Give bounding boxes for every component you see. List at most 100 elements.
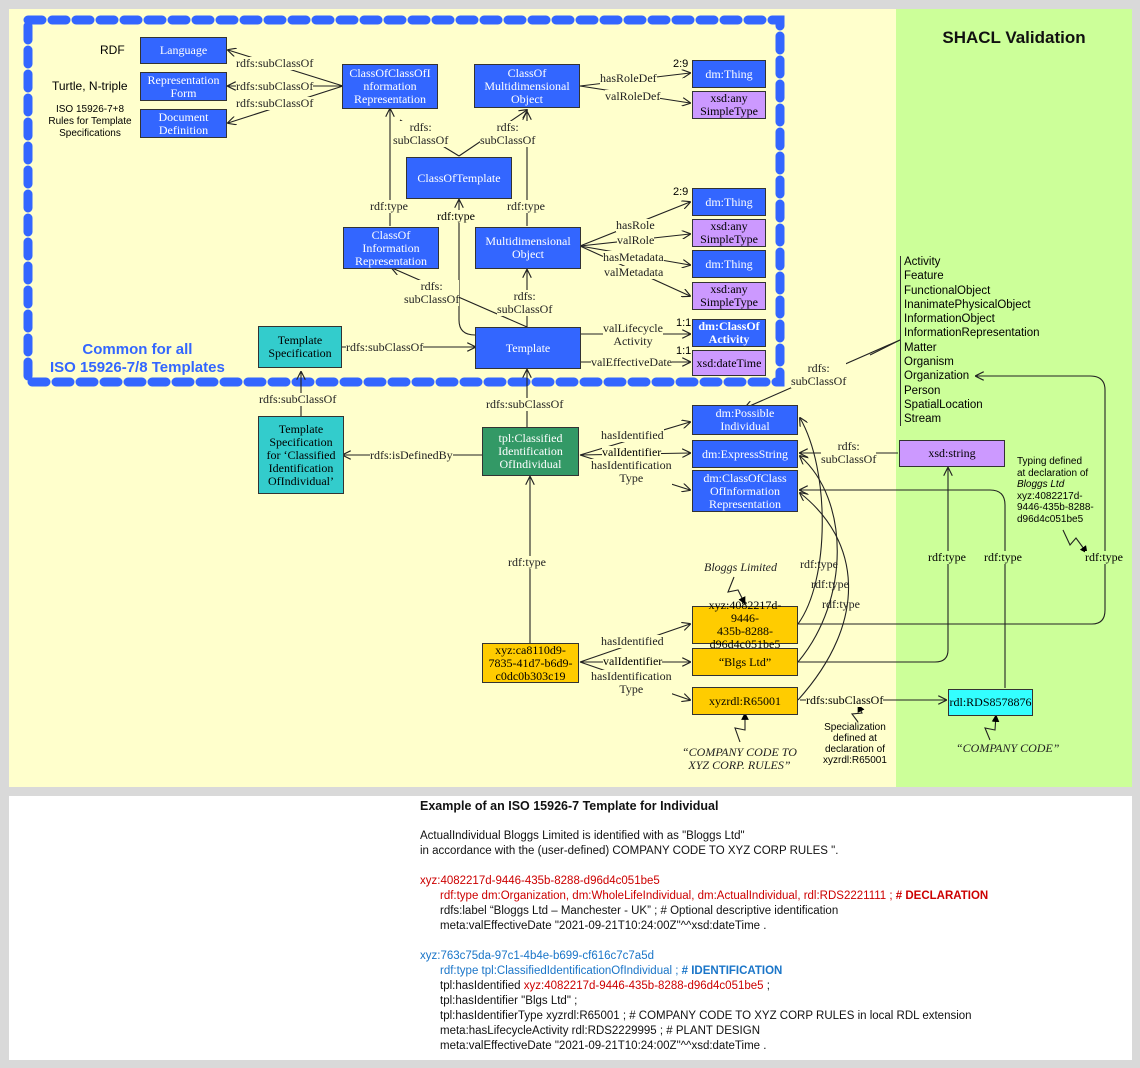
node-xsd-string[interactable]: xsd:string: [899, 440, 1005, 467]
label-val-role: valRole: [617, 233, 655, 247]
label-val-metadata: valMetadata: [604, 265, 664, 279]
example-effective-date: meta:valEffectiveDate "2021-09-21T10:24:…: [440, 1040, 767, 1052]
label-cardinality-1-1-a: 1:1: [676, 317, 692, 329]
annotation-bloggs-limited: Bloggs Limited: [704, 560, 778, 574]
shacl-class-item: Feature: [904, 270, 944, 283]
node-rdl-rds8578876[interactable]: rdl:RDS8578876: [948, 689, 1033, 716]
label-has-identified: hasIdentified: [601, 428, 664, 442]
typing-defined-italic: Bloggs Ltd: [1017, 479, 1065, 490]
shacl-class-item: InanimatePhysicalObject: [904, 298, 1031, 311]
shacl-class-item: InformationRepresentation: [904, 327, 1040, 340]
shacl-class-item: Matter: [904, 341, 937, 354]
edge-subclass-connector: [869, 339, 901, 356]
node-template-specification[interactable]: Template Specification: [258, 326, 342, 368]
shacl-class-item: SpatialLocation: [904, 398, 983, 411]
node-dm-possible-individual[interactable]: dm:Possible Individual: [692, 405, 798, 435]
example-declaration-subject: xyz:4082217d-9446-435b-8288-d96d4c051be5: [420, 875, 660, 887]
common-region-label: Common for all ISO 15926-7/8 Templates: [50, 341, 225, 376]
node-dm-thing-3[interactable]: dm:Thing: [692, 250, 766, 278]
lightning-spec: [850, 704, 865, 723]
label-rdftype-g1: rdf:type: [928, 550, 966, 564]
node-template[interactable]: Template: [475, 327, 581, 369]
example-has-identified-line: tpl:hasIdentified xyz:4082217d-9446-435b…: [420, 979, 988, 994]
node-xsd-datetime[interactable]: xsd:dateTime: [692, 350, 766, 376]
label-cardinality-1-1-b: 1:1: [676, 345, 692, 357]
label-has-identification-type: hasIdentification Type: [591, 458, 672, 485]
example-identification-type-line: rdf:type tpl:ClassifiedIdentificationOfI…: [420, 964, 988, 979]
lightning-bloggs: [727, 576, 746, 605]
node-tpl-classified-identification-of-individual[interactable]: tpl:Classified Identification OfIndividu…: [482, 427, 579, 476]
typing-defined-id: xyz:4082217d- 9446-435b-8288- d96d4c051b…: [1017, 490, 1094, 525]
node-xsd-any-simple-type-3[interactable]: xsd:any SimpleType: [692, 282, 766, 310]
lightning-company-code: [984, 714, 1000, 741]
example-declaration-date: meta:valEffectiveDate "2021-09-21T10:24:…: [440, 920, 767, 932]
label-val-effective-date: valEffectiveDate: [591, 355, 673, 369]
node-dm-express-string[interactable]: dm:ExpressString: [692, 440, 798, 468]
label-rdftype-r3: rdf:type: [822, 597, 860, 611]
id-has-identified-val: xyz:4082217d-9446-435b-8288-d96d4c051be5: [523, 980, 764, 992]
shacl-class-item: Stream: [904, 413, 942, 426]
shacl-class-item: Activity: [904, 256, 941, 268]
note-rdf: RDF: [100, 43, 125, 57]
label-tscioi-ts-subclass: rdfs:subClassOf: [259, 392, 337, 406]
example-title: Example of an ISO 15926-7 Template for I…: [420, 799, 719, 813]
example-intro-1: ActualIndividual Bloggs Limited is ident…: [420, 830, 745, 842]
example-identification-subject: xyz:763c75da-97c1-4b4e-b699-cf616c7c7a5d: [420, 950, 654, 962]
node-xyz-bloggs[interactable]: xyz:4082217d-9446- 435b-8288- d96d4c051b…: [692, 599, 798, 651]
node-class-of-multidimensional-object[interactable]: ClassOf Multidimensional Object: [474, 64, 580, 108]
example-declaration-label: rdfs:label “Bloggs Ltd – Manchester - UK…: [440, 905, 839, 917]
label-instance-rdftype: rdf:type: [508, 555, 546, 569]
example-intro-2: in accordance with the (user-defined) CO…: [420, 845, 839, 857]
edge-blgs-xsdstring: [798, 468, 948, 663]
node-xyzrdl-r65001[interactable]: xyzrdl:R65001: [692, 687, 798, 715]
node-blgs-ltd[interactable]: “Blgs Ltd”: [692, 648, 798, 676]
node-class-of-information-representation[interactable]: ClassOf Information Representation: [343, 227, 439, 269]
note-turtle: Turtle, N-triple: [52, 79, 128, 93]
label-has-metadata: hasMetadata: [603, 250, 664, 264]
label-val-lifecycle-activity: valLifecycle Activity: [603, 321, 663, 348]
label-mdo-rdftype: rdf:type: [507, 199, 545, 213]
node-template-spec-classified-identification[interactable]: Template Specification for ‘Classified I…: [258, 416, 344, 494]
node-language[interactable]: Language: [140, 37, 227, 64]
label-rdftype-g3: rdf:type: [1085, 550, 1123, 564]
node-dm-class-of-activity[interactable]: dm:ClassOf Activity: [692, 319, 766, 347]
decl-type-text: rdf:type dm:Organization, dm:WholeLifeIn…: [440, 890, 896, 902]
example-has-identifier-type: tpl:hasIdentifierType xyzrdl:R65001 ; # …: [440, 1010, 972, 1022]
shacl-validation-title: SHACL Validation: [942, 28, 1086, 47]
lightning-ccr: [734, 712, 749, 743]
node-document-definition[interactable]: Document Definition: [140, 109, 227, 138]
node-dm-class-of-class-of-information-representation[interactable]: dm:ClassOfClass OfInformation Representa…: [692, 470, 798, 512]
node-dm-thing-2[interactable]: dm:Thing: [692, 188, 766, 216]
label-val-identifier: valIdentifier: [602, 445, 662, 459]
edge-blgs-type-express: [797, 456, 838, 663]
label-cot-como-subclass: rdfs: subClassOf: [480, 120, 536, 147]
node-class-of-template[interactable]: ClassOfTemplate: [406, 157, 512, 199]
label-subclass-3: rdfs:subClassOf: [236, 96, 314, 110]
label-classlist-subclass: rdfs: subClassOf: [791, 361, 847, 388]
label-rdftype-r2: rdf:type: [811, 577, 849, 591]
id-has-identified-pre: tpl:hasIdentified: [440, 980, 524, 992]
node-xsd-any-simple-type-2[interactable]: xsd:any SimpleType: [692, 219, 766, 247]
common-boundary-dashed: [23, 15, 785, 387]
label-cardinality-2-9-b: 2:9: [673, 186, 689, 198]
edge-bloggs-type-possible: [797, 418, 823, 625]
label-rdftype-r1: rdf:type: [800, 557, 838, 571]
id-has-identified-post: ;: [763, 980, 770, 992]
node-xyz-instance[interactable]: xyz:ca8110d9- 7835-41d7-b6d9- c0dc0b303c…: [482, 643, 579, 683]
edge-template-cot: [459, 200, 476, 336]
label-is-defined-by: rdfs:isDefinedBy: [370, 448, 453, 462]
note-iso-rules: ISO 15926-7+8 Rules for Template Specifi…: [48, 104, 132, 139]
node-representation-form[interactable]: Representation Form: [140, 72, 227, 101]
label-template-rdftype: rdf:type: [437, 209, 475, 223]
node-multidimensional-object[interactable]: Multidimensional Object: [475, 227, 581, 269]
label-cioi-template-subclass: rdfs:subClassOf: [486, 397, 564, 411]
node-class-of-class-of-information-representation[interactable]: ClassOfClassOfI nformation Representatio…: [342, 64, 438, 109]
node-xsd-any-simple-type-1[interactable]: xsd:any SimpleType: [692, 91, 766, 119]
label-cot-cocoir-subclass: rdfs: subClassOf: [393, 120, 449, 147]
shacl-class-item: InformationObject: [904, 313, 995, 326]
node-dm-thing-1[interactable]: dm:Thing: [692, 60, 766, 88]
edge-bloggs-organization: [798, 376, 1106, 625]
id-type-text: rdf:type tpl:ClassifiedIdentificationOfI…: [440, 965, 682, 977]
